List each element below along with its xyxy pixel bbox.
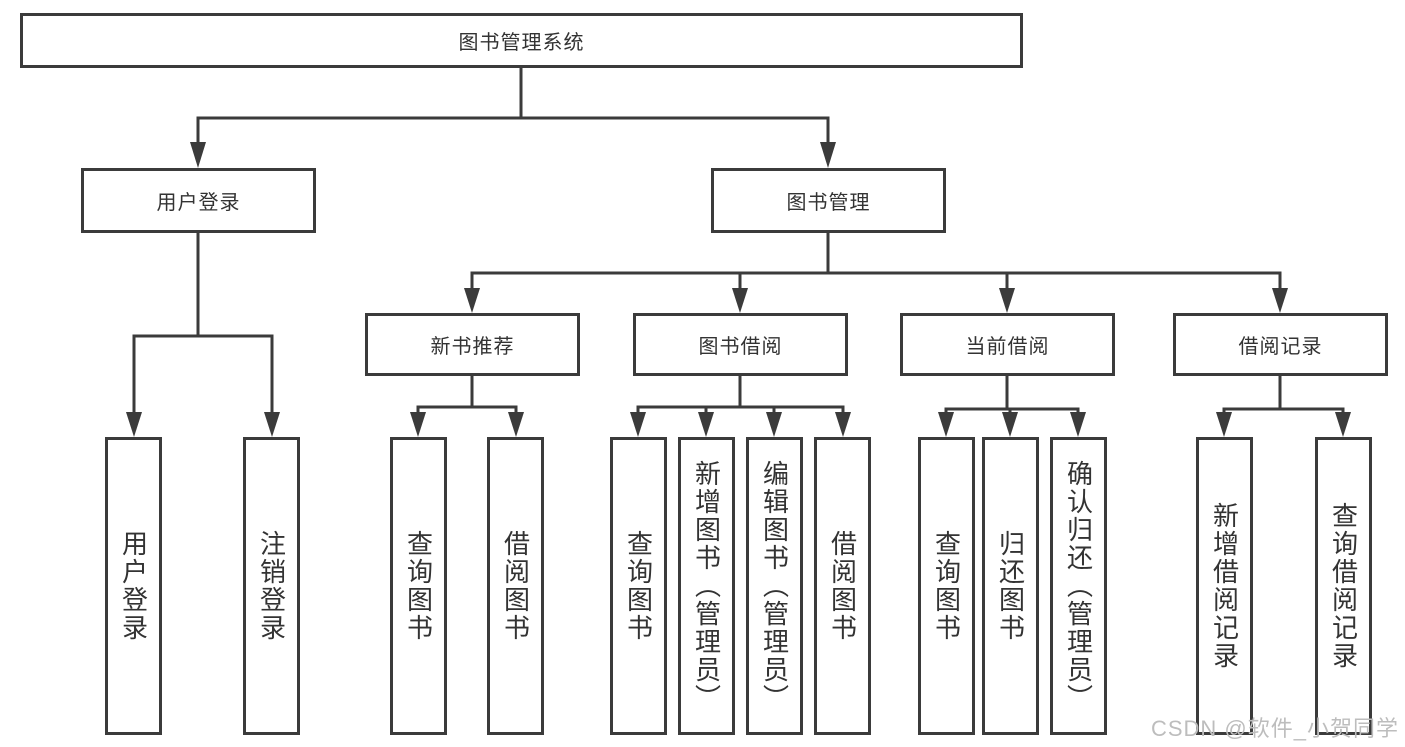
leaf-query-books-current: 查询图书 [918,437,975,735]
leaf-query-books-recommend: 查询图书 [390,437,447,735]
node-borrowing-records: 借阅记录 [1173,313,1388,376]
node-library-management-system: 图书管理系统 [20,13,1023,68]
node-book-management: 图书管理 [711,168,946,233]
leaf-confirm-return-admin: 确认归还（管理员） [1050,437,1107,735]
leaf-query-books-borrowing: 查询图书 [610,437,667,735]
node-user-login: 用户登录 [81,168,316,233]
node-book-borrowing: 图书借阅 [633,313,848,376]
node-current-borrowing: 当前借阅 [900,313,1115,376]
leaf-add-borrow-record: 新增借阅记录 [1196,437,1253,735]
leaf-user-login: 用户登录 [105,437,162,735]
leaf-add-books-admin: 新增图书（管理员） [678,437,735,735]
leaf-borrow-books-recommend: 借阅图书 [487,437,544,735]
leaf-edit-books-admin: 编辑图书（管理员） [746,437,803,735]
leaf-return-books: 归还图书 [982,437,1039,735]
leaf-borrow-books-borrowing: 借阅图书 [814,437,871,735]
csdn-watermark: CSDN @软件_小贺同学 [1150,716,1399,741]
leaf-query-borrow-record: 查询借阅记录 [1315,437,1372,735]
leaf-logout: 注销登录 [243,437,300,735]
node-new-book-recommendation: 新书推荐 [365,313,580,376]
